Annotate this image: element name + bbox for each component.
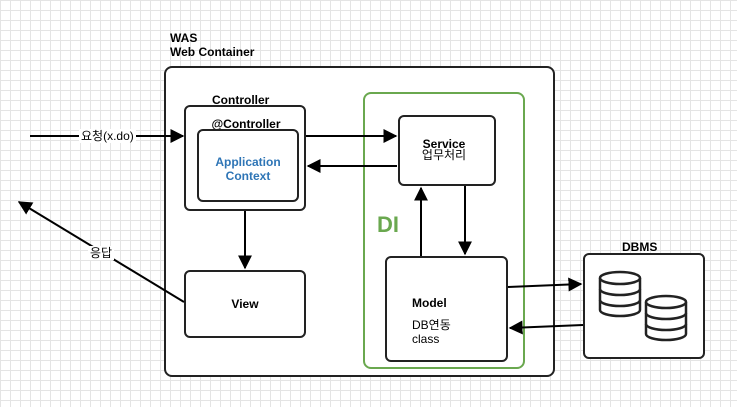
service-label-line1: Service <box>422 137 466 151</box>
dbms-to-model-arrow <box>508 320 584 335</box>
service-label-line2: 업무처리 <box>421 148 467 162</box>
view-label: View <box>231 297 259 311</box>
controller-title: Controller <box>212 93 270 107</box>
view-box <box>184 270 306 338</box>
model-label: Model <box>412 296 447 310</box>
dbms-label: DBMS <box>622 240 658 254</box>
was-label: WAS Web Container <box>170 31 254 59</box>
application-context-line1: Application <box>215 155 281 169</box>
di-container <box>363 92 525 369</box>
was-label-line1: WAS <box>170 31 198 45</box>
model-desc-line3: class <box>412 332 440 346</box>
service-label: Service 업무처리 <box>404 137 484 162</box>
database-icon-1 <box>598 270 642 318</box>
response-label: 응답 <box>88 246 115 260</box>
application-context-line2: Context <box>225 169 271 183</box>
model-desc: DB연동 class <box>412 318 451 346</box>
model-box <box>385 256 508 362</box>
application-context-box <box>197 129 299 202</box>
model-to-dbms-arrow <box>507 277 583 292</box>
was-label-line2: Web Container <box>170 45 255 59</box>
service-box <box>398 115 496 186</box>
database-icon-2 <box>644 294 688 342</box>
request-label: 요청(x.do) <box>79 129 136 143</box>
model-desc-line2: DB연동 <box>412 318 451 332</box>
application-context-label: Application Context <box>197 155 299 183</box>
controller-class-line1: @Controller <box>211 117 281 131</box>
di-label: DI <box>377 212 399 237</box>
